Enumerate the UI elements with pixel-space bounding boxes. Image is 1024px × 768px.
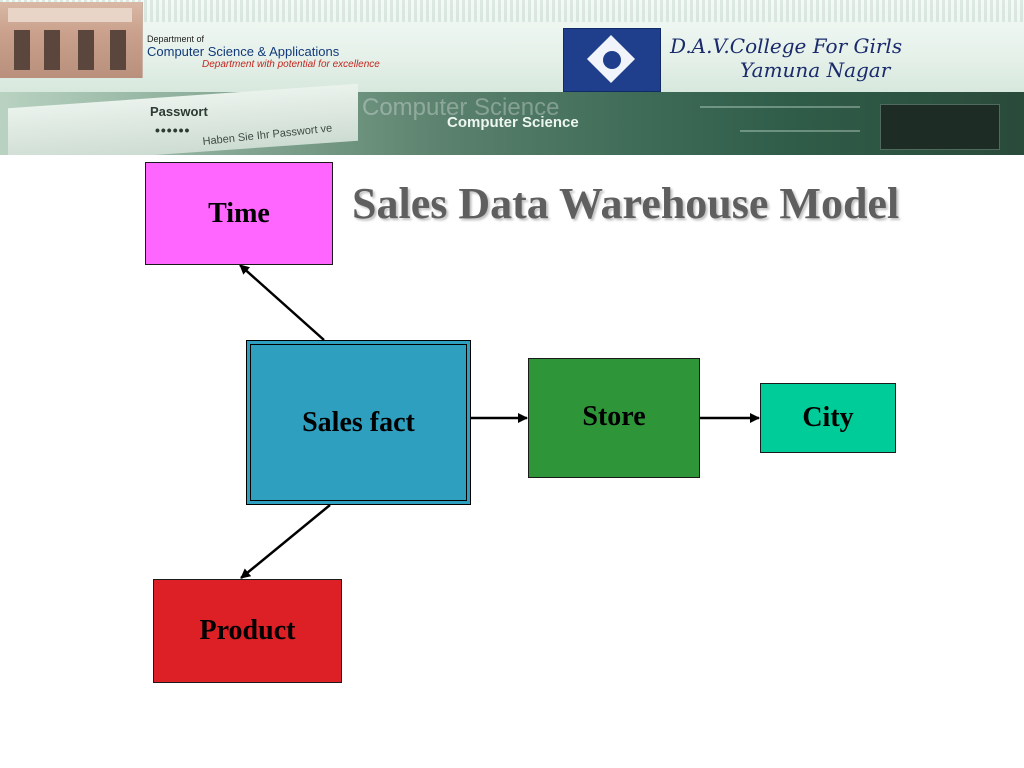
node-store: Store <box>528 358 700 478</box>
building-window <box>44 30 60 70</box>
emblem-center <box>603 51 621 69</box>
header-banner: Department of Computer Science & Applica… <box>0 0 1024 155</box>
node-time: Time <box>145 162 333 265</box>
college-building-image <box>0 2 143 78</box>
arrow-sales-to-time <box>239 264 325 341</box>
building-roof <box>8 8 132 22</box>
building-window <box>78 30 94 70</box>
circuit-chip-image <box>880 104 1000 150</box>
arrow-sales-to-product <box>240 504 331 579</box>
node-product: Product <box>153 579 342 683</box>
college-name-line1: D.A.V.College For Girls <box>670 34 903 58</box>
building-window <box>14 30 30 70</box>
banner-password-label: Passwort <box>150 104 208 119</box>
department-tagline: Department with potential for excellence <box>202 59 380 70</box>
college-name-line2: Yamuna Nagar <box>740 58 891 82</box>
banner-ghost-text: Computer Science <box>362 94 560 121</box>
banner-password-dots: •••••• <box>155 122 191 138</box>
building-window <box>110 30 126 70</box>
circuit-trace <box>740 130 860 132</box>
department-of-label: Department of <box>147 34 205 44</box>
department-block: Department of Computer Science & Applica… <box>147 34 380 71</box>
node-city: City <box>760 383 896 453</box>
banner-computer-science-text: Computer Science <box>447 114 579 131</box>
slide-title: Sales Data Warehouse Model <box>352 179 900 228</box>
header-photo-strip <box>0 83 1024 155</box>
department-name: Computer Science & Applications <box>147 44 340 59</box>
college-emblem-icon <box>563 28 661 92</box>
node-sales-fact: Sales fact <box>246 340 471 505</box>
circuit-trace <box>700 106 860 108</box>
college-name: D.A.V.College For Girls Yamuna Nagar <box>670 34 1010 82</box>
header-top-band <box>0 0 1024 92</box>
